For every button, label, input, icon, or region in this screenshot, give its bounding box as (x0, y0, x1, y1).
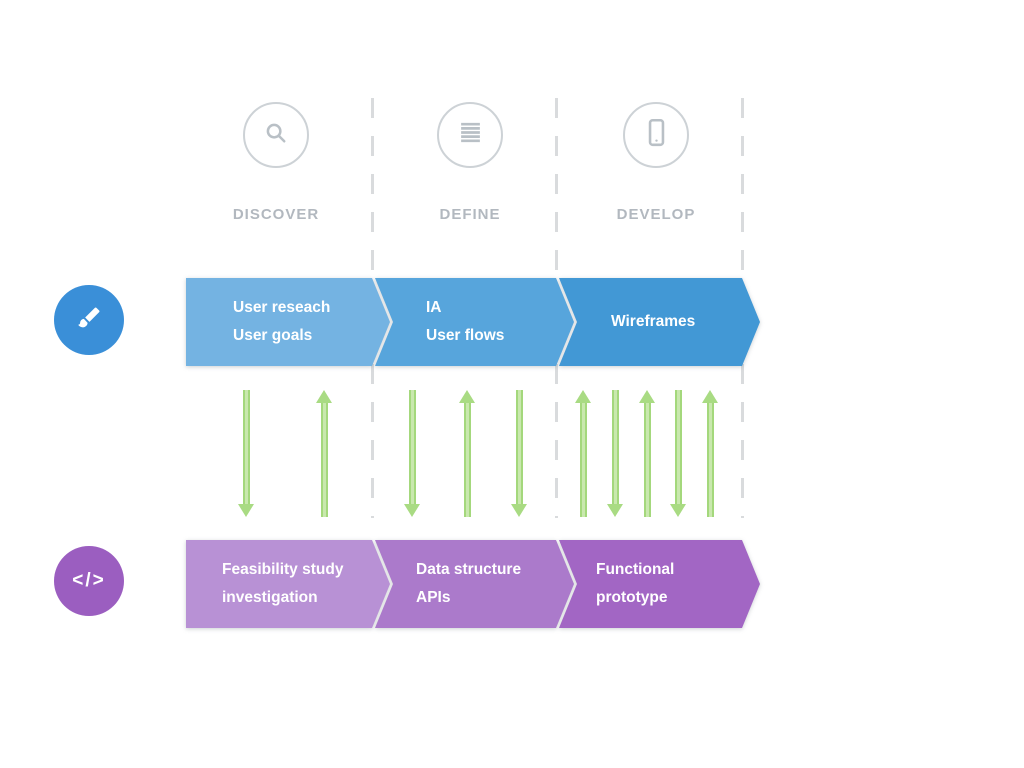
phone-icon (641, 117, 672, 153)
arrow-shaft (243, 390, 250, 504)
arrow-head (511, 504, 527, 517)
arrow-shaft (612, 390, 619, 504)
phase-define: DEFINE (410, 102, 530, 223)
arrow-head (575, 390, 591, 403)
segment-text: User flows (426, 327, 505, 344)
arrow-head (316, 390, 332, 403)
flow-arrow-down (511, 390, 528, 517)
phase-label-discover: DISCOVER (232, 206, 320, 223)
segment-text: prototype (596, 589, 668, 606)
arrow-head (238, 504, 254, 517)
arrow-shaft (321, 403, 328, 517)
design-band: User reseach User goals IA User flows Wi… (0, 278, 1024, 366)
arrow-head (459, 390, 475, 403)
arrow-shaft (464, 403, 471, 517)
arrow-shaft (580, 403, 587, 517)
arrow-shaft (516, 390, 523, 504)
arrow-head (404, 504, 420, 517)
build-segment-feasibility: Feasibility study investigation (186, 540, 390, 628)
segment-text: Data structure (416, 561, 522, 578)
build-segment-data: Data structure APIs (375, 540, 574, 628)
phase-discover: DISCOVER (216, 102, 336, 223)
arrow-shaft (707, 403, 714, 517)
flow-arrow-down (670, 390, 687, 517)
flow-arrow-up (459, 390, 476, 517)
magnifier-icon (261, 118, 291, 153)
arrow-shaft (675, 390, 682, 504)
segment-text: User reseach (233, 299, 331, 316)
design-segment-research: User reseach User goals (186, 278, 390, 366)
flow-arrow-down (238, 390, 255, 517)
phase-develop: DEVELOP (596, 102, 716, 223)
phase-label-define: DEFINE (439, 206, 501, 223)
discover-circle (243, 102, 309, 168)
define-circle (437, 102, 503, 168)
arrow-head (670, 504, 686, 517)
arrow-shaft (409, 390, 416, 504)
build-band: Feasibility study investigation Data str… (0, 540, 1024, 628)
flow-arrow-up (702, 390, 719, 517)
design-segment-ia: IA User flows (375, 278, 574, 366)
segment-text: Feasibility study (222, 561, 344, 578)
phase-label-develop: DEVELOP (616, 206, 696, 223)
develop-circle (623, 102, 689, 168)
segment-text: Functional (596, 561, 675, 578)
arrow-shaft (644, 403, 651, 517)
flow-arrow-up (316, 390, 333, 517)
arrow-head (702, 390, 718, 403)
design-segment-wireframes: Wireframes (559, 278, 760, 366)
build-segment-prototype: Functional prototype (559, 540, 760, 628)
code-icon: </> (72, 570, 106, 591)
segment-text: investigation (222, 589, 318, 606)
segment-text: IA (426, 299, 442, 316)
design-badge (54, 285, 124, 355)
flow-arrow-up (639, 390, 656, 517)
arrow-head (607, 504, 623, 517)
segment-text: APIs (416, 589, 451, 606)
segment-text: Wireframes (611, 313, 696, 330)
list-icon (458, 120, 483, 150)
flow-arrow-down (607, 390, 624, 517)
build-badge: </> (54, 546, 124, 616)
flow-arrow-down (404, 390, 421, 517)
arrow-head (639, 390, 655, 403)
flow-arrow-up (575, 390, 592, 517)
paintbrush-icon (75, 304, 103, 337)
segment-text: User goals (233, 327, 313, 344)
